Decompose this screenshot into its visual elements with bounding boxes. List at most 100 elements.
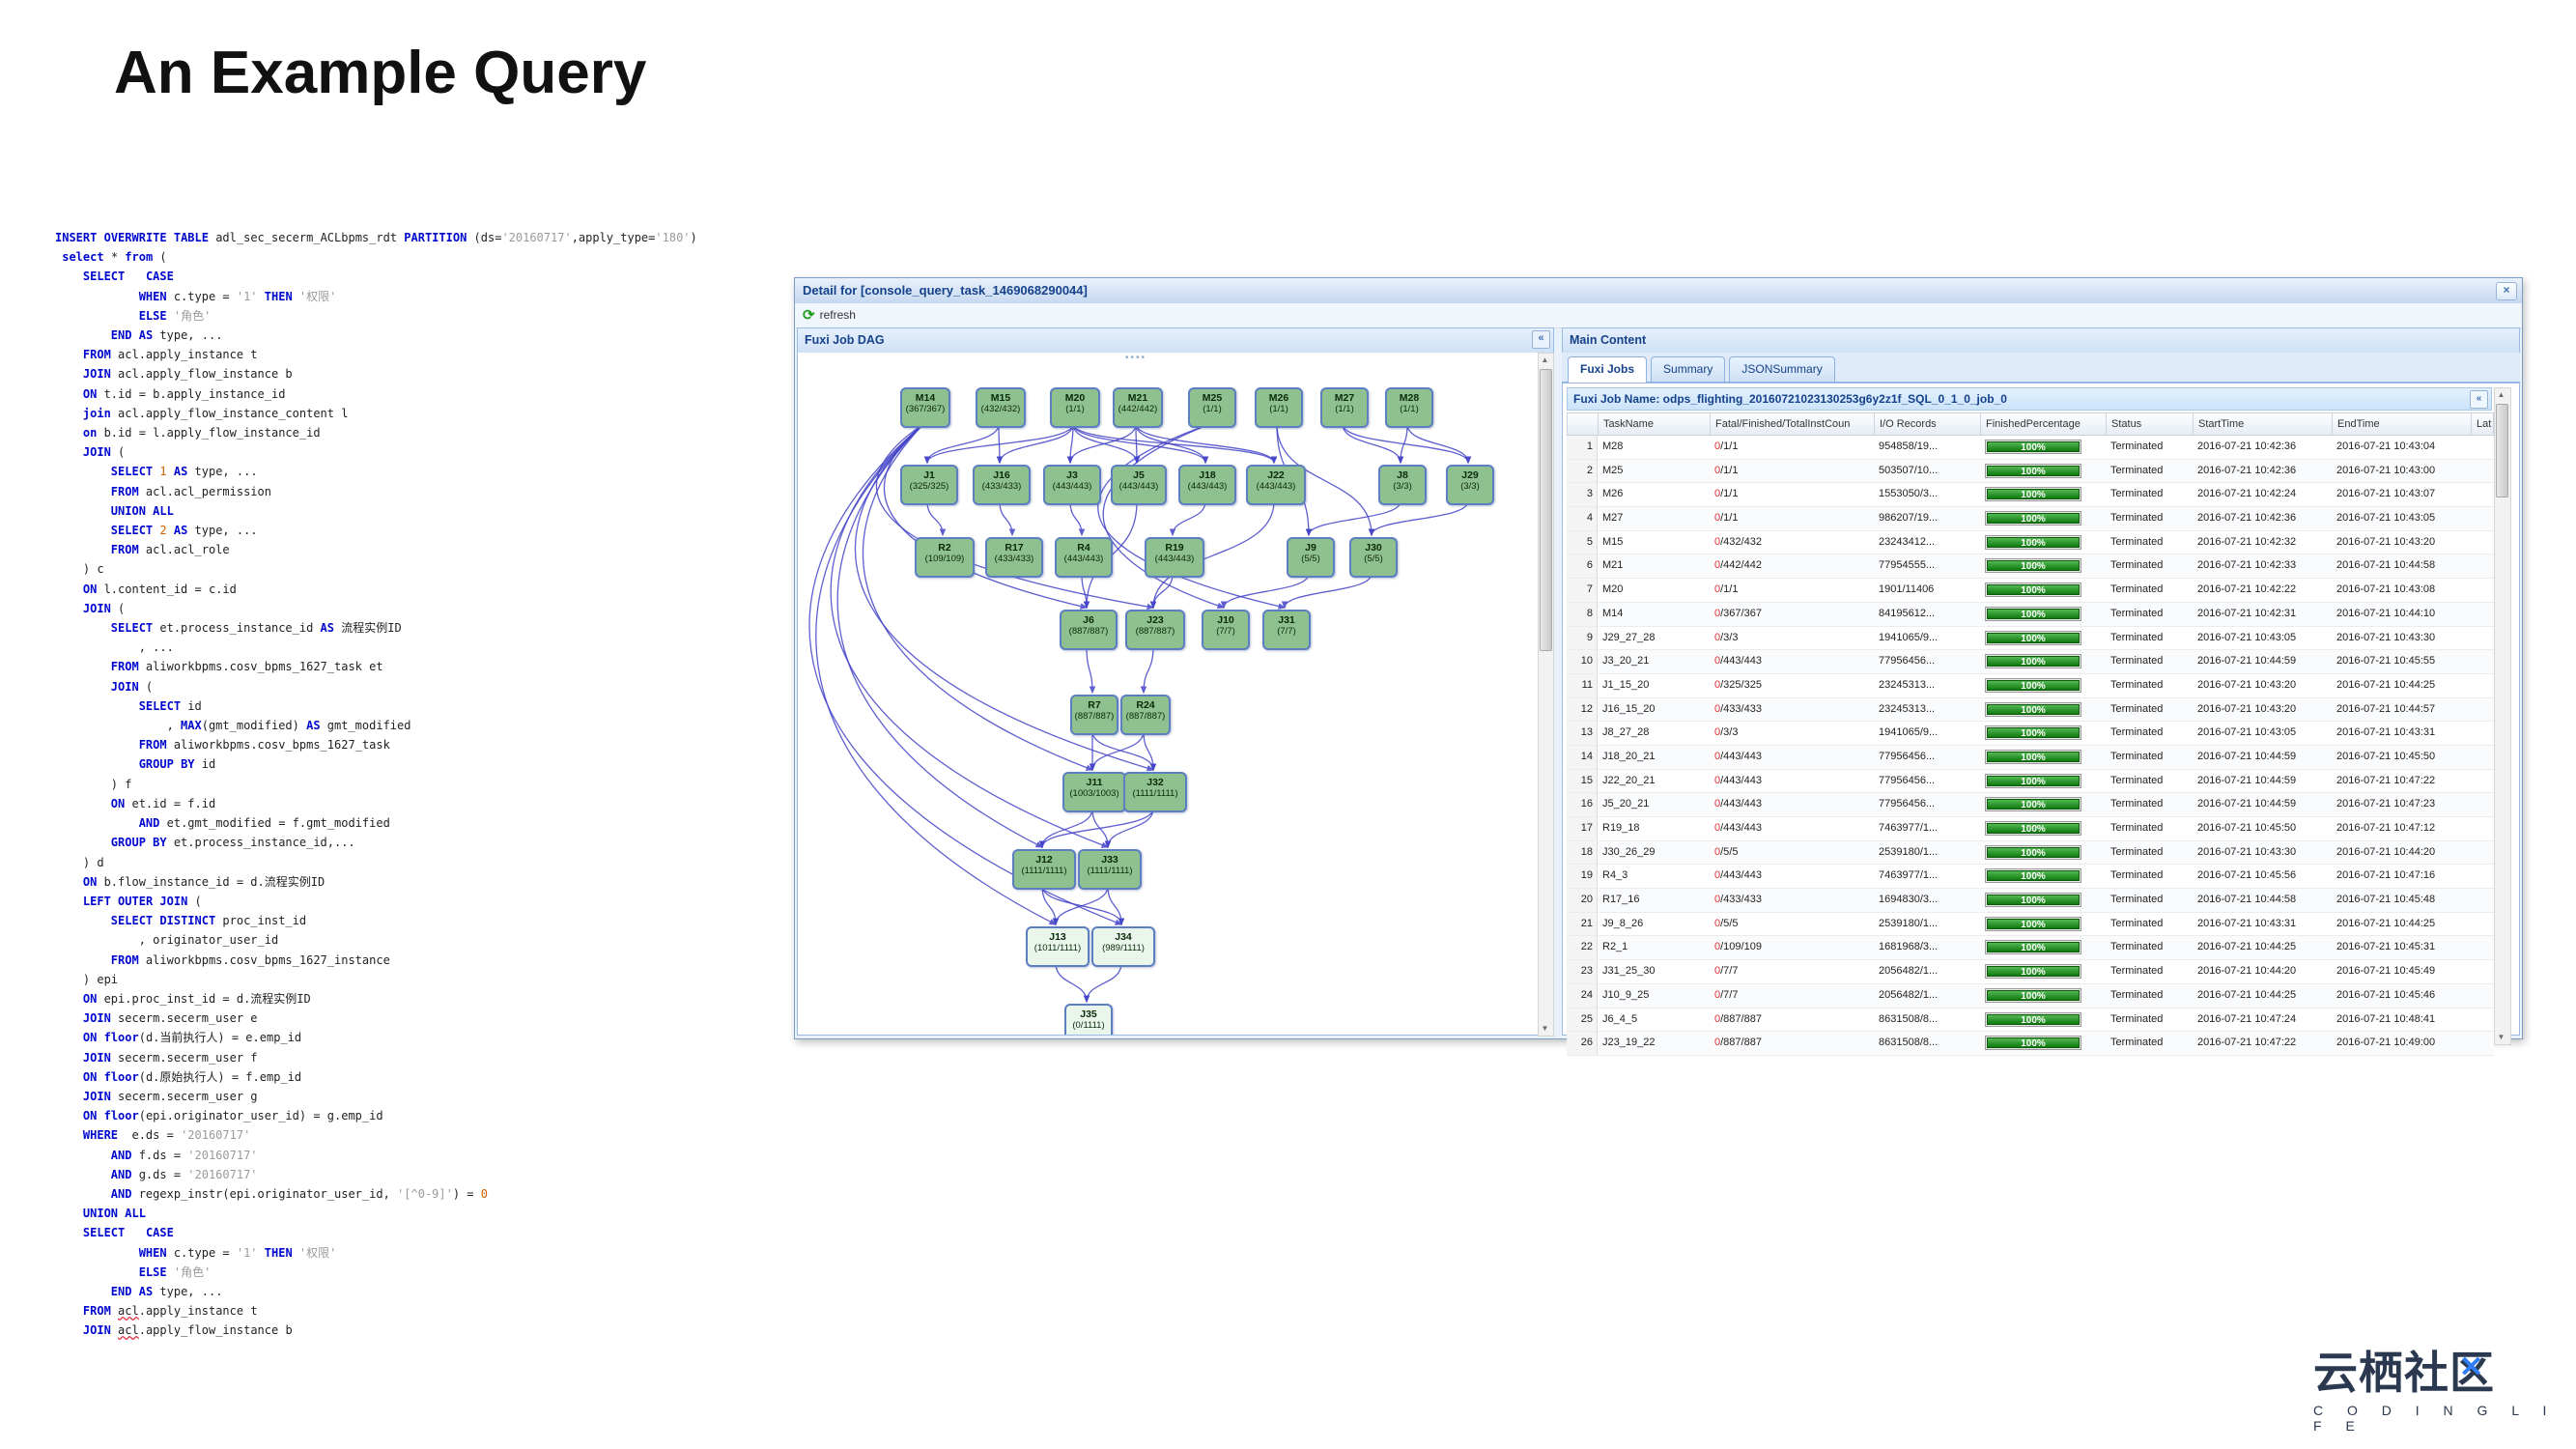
dag-vertical-scrollbar[interactable]: ▲ ▼ xyxy=(1538,353,1554,1037)
dag-node-J1[interactable]: J1(325/325) xyxy=(900,465,958,505)
collapse-up-icon[interactable]: « xyxy=(2470,390,2488,409)
progress-bar: 100% xyxy=(1985,725,2081,741)
refresh-icon[interactable]: ⟳ xyxy=(803,307,815,324)
dag-node-J22[interactable]: J22(443/443) xyxy=(1246,465,1306,505)
scroll-up-icon[interactable]: ▲ xyxy=(2497,390,2505,399)
dag-node-J35[interactable]: J35(0/1111) xyxy=(1064,1004,1113,1035)
dag-node-M27[interactable]: M27(1/1) xyxy=(1320,387,1369,428)
column-header[interactable]: Lat xyxy=(2472,413,2495,435)
dag-node-J16[interactable]: J16(433/433) xyxy=(973,465,1031,505)
scroll-down-icon[interactable]: ▼ xyxy=(2497,1033,2505,1041)
dag-node-J8[interactable]: J8(3/3) xyxy=(1378,465,1427,505)
progress-bar: 100% xyxy=(1985,844,2081,860)
dag-node-J6[interactable]: J6(887/887) xyxy=(1060,610,1118,650)
dag-node-M15[interactable]: M15(432/432) xyxy=(976,387,1026,428)
dag-node-J12[interactable]: J12(1111/1111) xyxy=(1012,849,1076,890)
dag-node-R4[interactable]: R4(443/443) xyxy=(1055,537,1113,578)
progress-bar: 100% xyxy=(1985,606,2081,621)
collapse-left-icon[interactable]: « xyxy=(1532,330,1550,349)
progress-bar: 100% xyxy=(1985,1011,2081,1027)
dag-node-J9[interactable]: J9(5/5) xyxy=(1287,537,1335,578)
dag-node-J29[interactable]: J29(3/3) xyxy=(1446,465,1494,505)
scroll-thumb[interactable] xyxy=(1540,369,1552,651)
dag-node-M25[interactable]: M25(1/1) xyxy=(1188,387,1236,428)
dag-node-J11[interactable]: J11(1003/1003) xyxy=(1062,772,1126,812)
scroll-down-icon[interactable]: ▼ xyxy=(1541,1024,1549,1033)
progress-bar: 100% xyxy=(1985,773,2081,788)
dag-node-J33[interactable]: J33(1111/1111) xyxy=(1078,849,1142,890)
dag-node-J13[interactable]: J13(1011/1111) xyxy=(1026,926,1090,967)
dag-node-R24[interactable]: R24(887/887) xyxy=(1120,695,1171,735)
dag-node-R2[interactable]: R2(109/109) xyxy=(915,537,975,578)
close-icon[interactable]: × xyxy=(2496,282,2517,300)
dag-node-M14[interactable]: M14(367/367) xyxy=(900,387,950,428)
dag-node-J32[interactable]: J32(1111/1111) xyxy=(1123,772,1187,812)
dag-node-R7[interactable]: R7(887/887) xyxy=(1070,695,1118,735)
dag-node-M28[interactable]: M28(1/1) xyxy=(1385,387,1433,428)
column-header[interactable]: Status xyxy=(2107,413,2194,435)
column-header[interactable]: Fatal/Finished/TotalInstCoun xyxy=(1711,413,1875,435)
column-header[interactable]: I/O Records xyxy=(1875,413,1981,435)
window-titlebar[interactable]: Detail for [console_query_task_146906829… xyxy=(795,278,2522,304)
dag-node-J10[interactable]: J10(7/7) xyxy=(1202,610,1250,650)
tab-jsonsummary[interactable]: JSONSummary xyxy=(1729,356,1835,382)
dag-node-M26[interactable]: M26(1/1) xyxy=(1255,387,1303,428)
column-header[interactable]: FinishedPercentage xyxy=(1981,413,2107,435)
fuxi-job-name: Fuxi Job Name: odps_flighting_2016072102… xyxy=(1573,392,2007,406)
tab-summary[interactable]: Summary xyxy=(1651,356,1726,382)
column-header[interactable]: EndTime xyxy=(2333,413,2472,435)
dag-node-R19[interactable]: R19(443/443) xyxy=(1145,537,1204,578)
progress-bar: 100% xyxy=(1985,964,2081,980)
progress-bar: 100% xyxy=(1985,1036,2081,1051)
dag-node-J3[interactable]: J3(443/443) xyxy=(1043,465,1101,505)
column-header[interactable]: TaskName xyxy=(1599,413,1711,435)
progress-bar: 100% xyxy=(1985,749,2081,764)
column-header[interactable]: StartTime xyxy=(2194,413,2333,435)
refresh-button[interactable]: refresh xyxy=(819,308,856,322)
scroll-up-icon[interactable]: ▲ xyxy=(1541,355,1549,364)
progress-bar: 100% xyxy=(1985,677,2081,693)
dag-node-J18[interactable]: J18(443/443) xyxy=(1178,465,1236,505)
dag-node-J30[interactable]: J30(5/5) xyxy=(1349,537,1398,578)
dag-node-J34[interactable]: J34(989/1111) xyxy=(1091,926,1155,967)
dag-node-M21[interactable]: M21(442/442) xyxy=(1113,387,1163,428)
dag-node-J31[interactable]: J31(7/7) xyxy=(1262,610,1311,650)
dag-node-M20[interactable]: M20(1/1) xyxy=(1050,387,1100,428)
splitter-handle[interactable]: •••• xyxy=(1125,353,1147,363)
dag-node-J5[interactable]: J5(443/443) xyxy=(1111,465,1167,505)
tab-fuxi-jobs[interactable]: Fuxi Jobs xyxy=(1568,356,1648,384)
table-vertical-scrollbar[interactable]: ▲ ▼ xyxy=(2494,387,2511,1045)
column-header[interactable] xyxy=(1568,413,1599,435)
scroll-thumb[interactable] xyxy=(2496,404,2508,497)
dag-node-R17[interactable]: R17(433/433) xyxy=(985,537,1043,578)
progress-bar: 100% xyxy=(1985,487,2081,502)
progress-bar: 100% xyxy=(1985,582,2081,598)
dag-node-J23[interactable]: J23(887/887) xyxy=(1125,610,1185,650)
